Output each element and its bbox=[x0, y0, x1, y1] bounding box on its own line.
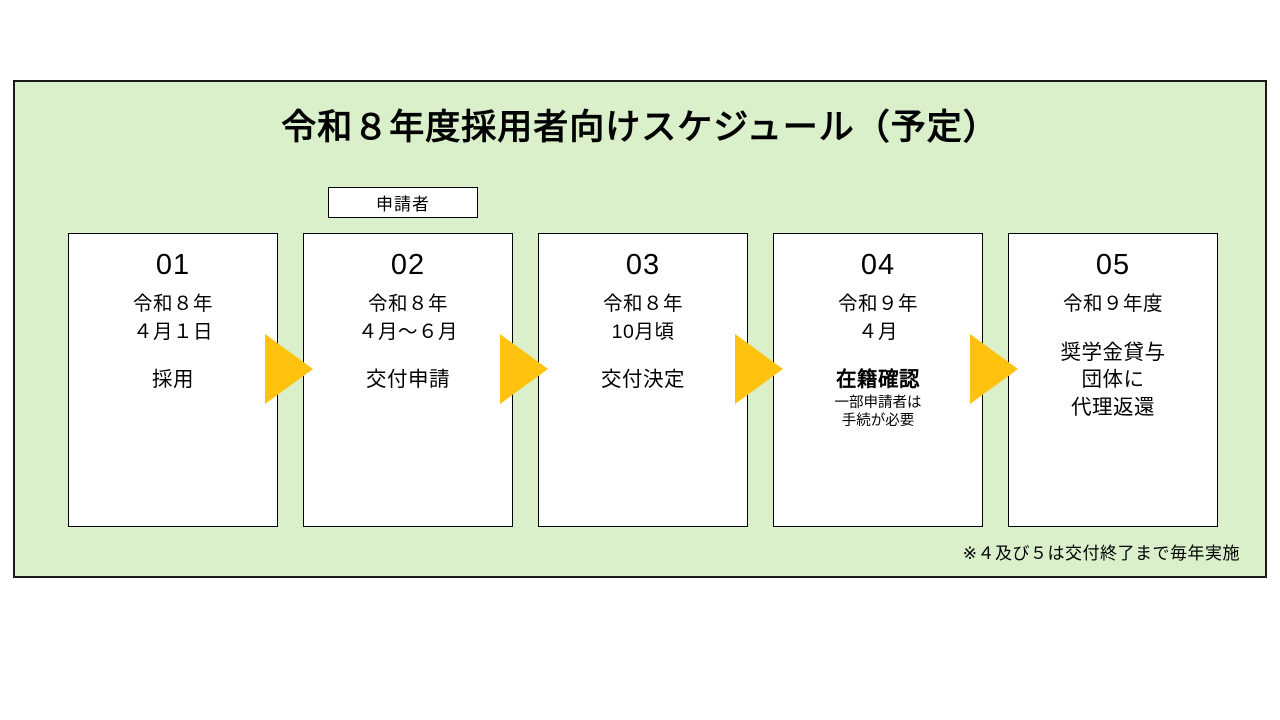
footnote: ※４及び５は交付終了まで毎年実施 bbox=[962, 544, 1240, 563]
step-number: 02 bbox=[390, 249, 426, 281]
step-number: 03 bbox=[625, 249, 661, 281]
step-action: 在籍確認 bbox=[836, 368, 920, 392]
arrow-right-icon bbox=[265, 334, 313, 404]
step-number: 05 bbox=[1095, 249, 1131, 281]
schedule-panel: 令和８年度採用者向けスケジュール（予定） 申請者 01 令和８年 ４月１日 採用… bbox=[13, 80, 1267, 578]
step-action: 交付決定 bbox=[601, 368, 685, 392]
actor-tag-label: 申請者 bbox=[376, 195, 430, 214]
step-card-01: 01 令和８年 ４月１日 採用 bbox=[68, 233, 278, 527]
arrow-right-icon bbox=[735, 334, 783, 404]
step-action: 採用 bbox=[152, 368, 194, 392]
step-card-05: 05 令和９年度 奨学金貸与 団体に 代理返還 bbox=[1008, 233, 1218, 527]
step-date: 令和９年度 bbox=[1062, 293, 1163, 315]
step-card-02: 02 令和８年 ４月〜６月 交付申請 bbox=[303, 233, 513, 527]
step-action: 交付申請 bbox=[366, 368, 450, 392]
step-number: 04 bbox=[860, 249, 896, 281]
step-number: 01 bbox=[155, 249, 191, 281]
step-card-03: 03 令和８年 10月頃 交付決定 bbox=[538, 233, 748, 527]
arrow-right-icon bbox=[970, 334, 1018, 404]
step-date: 令和９年 ４月 bbox=[837, 293, 918, 343]
actor-tag-applicant: 申請者 bbox=[328, 187, 478, 218]
step-date: 令和８年 ４月〜６月 bbox=[357, 293, 458, 343]
step-note: 一部申請者は 手続が必要 bbox=[834, 395, 922, 429]
arrow-right-icon bbox=[500, 334, 548, 404]
step-action: 奨学金貸与 団体に 代理返還 bbox=[1060, 340, 1166, 420]
page-title: 令和８年度採用者向けスケジュール（予定） bbox=[281, 108, 999, 147]
step-card-04: 04 令和９年 ４月 在籍確認 一部申請者は 手続が必要 bbox=[773, 233, 983, 527]
schedule-steps-row: 01 令和８年 ４月１日 採用 02 令和８年 ４月〜６月 交付申請 03 令和… bbox=[15, 233, 1265, 527]
step-date: 令和８年 10月頃 bbox=[602, 293, 683, 343]
step-date: 令和８年 ４月１日 bbox=[132, 293, 213, 343]
